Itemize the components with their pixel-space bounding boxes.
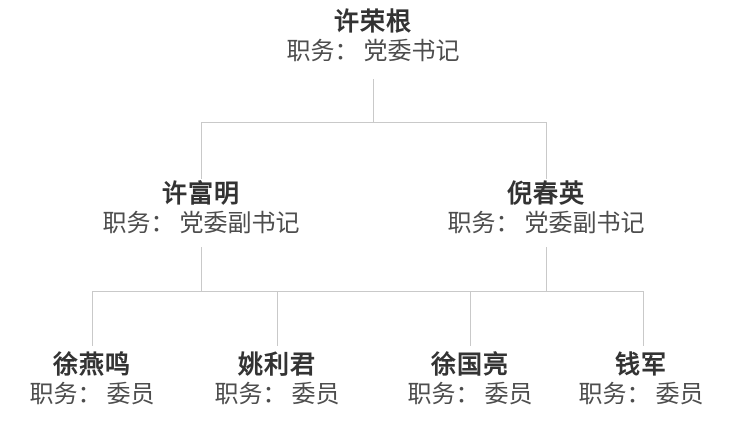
connector-child4-drop	[643, 291, 644, 346]
connector-right-parent-drop	[546, 247, 547, 291]
org-node-member-2: 姚利君 职务：委员	[187, 351, 367, 409]
person-title: 职务：党委副书记	[426, 210, 666, 238]
org-node-deputy-right: 倪春英 职务：党委副书记	[426, 180, 666, 238]
title-value: 委员	[291, 381, 340, 408]
org-node-member-3: 徐国亮 职务：委员	[380, 351, 560, 409]
person-title: 职务：委员	[187, 381, 367, 409]
title-value: 委员	[106, 381, 155, 408]
title-label: 职务：	[447, 210, 520, 237]
title-value: 委员	[655, 381, 704, 408]
person-name: 姚利君	[237, 351, 316, 379]
connector-level2-left-drop	[201, 122, 202, 179]
person-title: 职务：委员	[551, 381, 731, 409]
org-node-member-1: 徐燕鸣 职务：委员	[2, 351, 182, 409]
person-name: 许富明	[161, 180, 240, 208]
title-value: 党委书记	[363, 38, 460, 65]
connector-child1-drop	[92, 291, 93, 346]
title-label: 职务：	[578, 381, 651, 408]
title-value: 委员	[484, 381, 533, 408]
person-name: 徐国亮	[430, 351, 509, 379]
person-title: 职务：委员	[380, 381, 560, 409]
person-title: 职务：委员	[2, 381, 182, 409]
person-title: 职务：党委副书记	[81, 210, 321, 238]
person-title: 职务：党委书记	[253, 38, 493, 66]
title-value: 党委副书记	[179, 210, 300, 237]
title-label: 职务：	[214, 381, 287, 408]
connector-child3-drop	[470, 291, 471, 346]
org-node-member-4: 钱军 职务：委员	[551, 351, 731, 409]
connector-level3-bar	[92, 291, 643, 292]
title-label: 职务：	[102, 210, 175, 237]
person-name: 许荣根	[333, 8, 412, 36]
title-label: 职务：	[407, 381, 480, 408]
person-name: 钱军	[614, 351, 667, 379]
title-label: 职务：	[286, 38, 359, 65]
title-value: 党委副书记	[524, 210, 645, 237]
person-name: 倪春英	[506, 180, 585, 208]
connector-left-parent-drop	[201, 247, 202, 291]
connector-level2-right-drop	[546, 122, 547, 179]
connector-root-drop	[373, 79, 374, 123]
connector-child2-drop	[277, 291, 278, 346]
connector-level2-bar	[201, 122, 547, 123]
org-node-deputy-left: 许富明 职务：党委副书记	[81, 180, 321, 238]
title-label: 职务：	[29, 381, 102, 408]
org-node-root: 许荣根 职务：党委书记	[253, 8, 493, 66]
person-name: 徐燕鸣	[52, 351, 131, 379]
